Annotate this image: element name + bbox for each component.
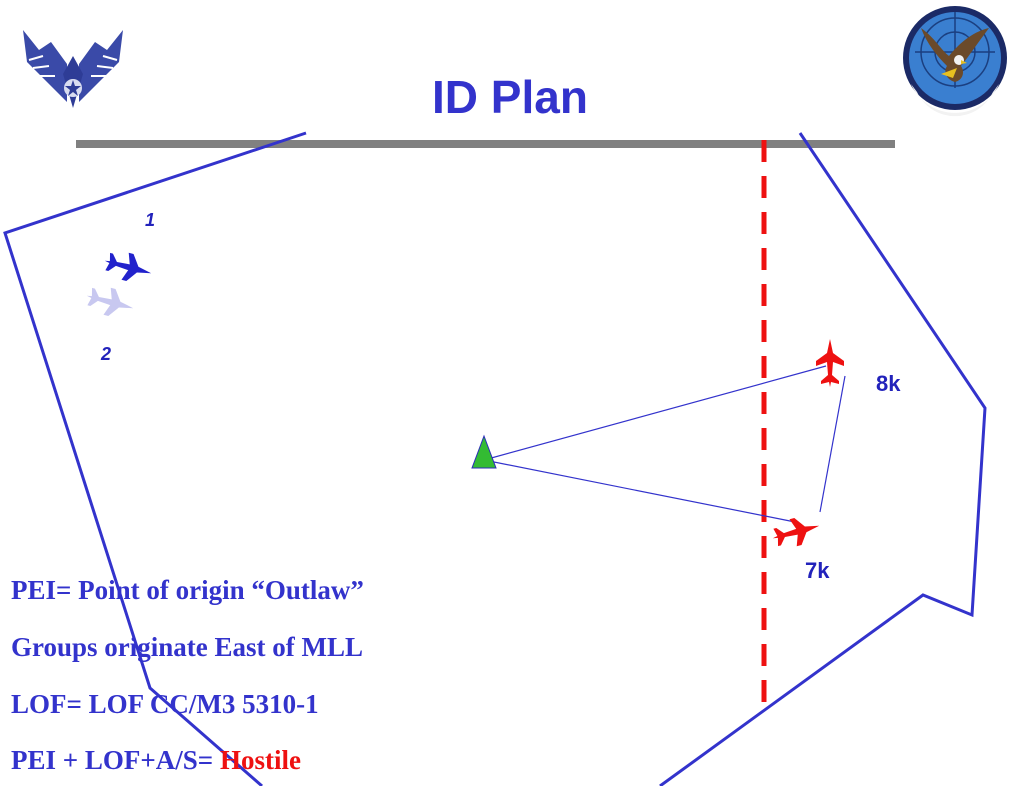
hostile-fighter-8k-icon — [816, 339, 844, 387]
friendly-fighter-2-icon — [86, 287, 134, 317]
friendly-fighter-1-icon — [104, 252, 152, 282]
info-line-lof: LOF= LOF CC/M3 5310-1 — [11, 689, 319, 719]
squadron-eagle-patch-icon — [903, 6, 1007, 117]
hostile-altitude-8k: 8k — [876, 371, 901, 396]
8k-to-7k-line — [819, 375, 846, 513]
origin-to-8k-line — [483, 365, 827, 461]
friendly-flight-label-2: 2 — [101, 344, 112, 364]
origin-triangle-icon — [471, 434, 497, 469]
info-line-pei: PEI= Point of origin “Outlaw” — [11, 575, 364, 605]
hostile-altitude-7k: 7k — [805, 558, 830, 583]
friendly-flight-label-1: 1 — [145, 210, 156, 230]
hostile-highlight: Hostile — [219, 745, 301, 775]
left-boundary-line — [3, 131, 307, 786]
info-line-hostile: PEI + LOF+A/S= Hostile — [11, 745, 301, 776]
hostile-fighter-7k-icon — [772, 517, 820, 547]
air-force-wings-icon — [23, 30, 123, 108]
origin-to-7k-line — [483, 459, 796, 523]
info-line-hostile-prefix: PEI + LOF+A/S= — [11, 745, 220, 775]
info-line-groups: Groups originate East of MLL — [11, 632, 364, 662]
slide-title: ID Plan — [432, 71, 588, 123]
right-boundary-line — [659, 132, 987, 786]
